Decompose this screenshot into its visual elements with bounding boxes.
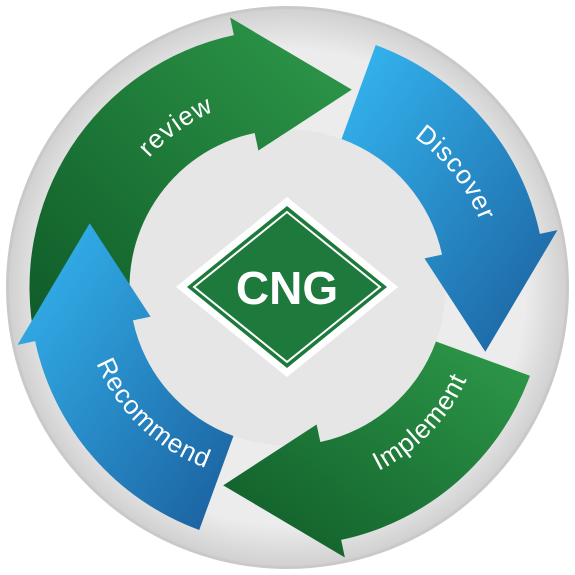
logo-diamond: [187, 206, 387, 368]
logo-text: CNG: [236, 262, 338, 314]
recommend-arrow: [17, 223, 234, 530]
implement-arrow: [223, 341, 530, 558]
discover-arrow: [341, 45, 558, 352]
logo-diamond-inner-line: [192, 210, 382, 364]
cng-logo: CNG: [176, 197, 398, 377]
